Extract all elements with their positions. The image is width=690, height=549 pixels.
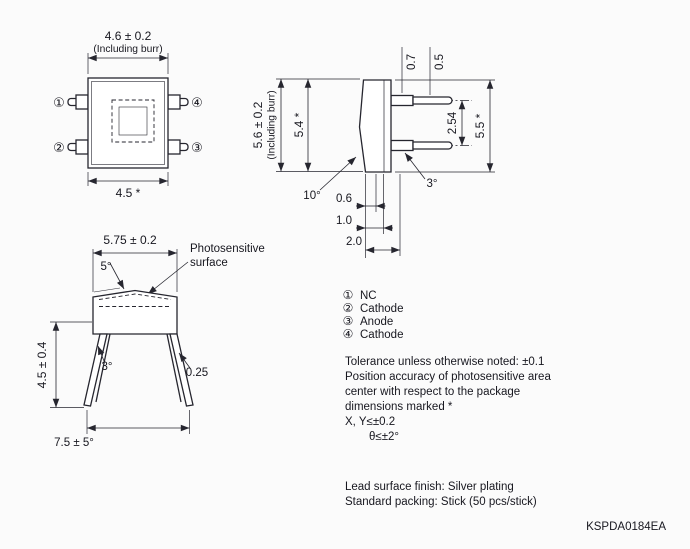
dim-standoff: 0.6	[336, 193, 352, 205]
dim-lead-offset: 1.0	[336, 215, 352, 227]
leader-line	[109, 262, 125, 290]
back-leg-line	[95, 333, 111, 403]
hidden-surface-line	[98, 293, 172, 300]
dim-side-height-burr: 5.6 ± 0.2	[251, 101, 265, 148]
lead-upper-tip	[412, 96, 453, 105]
note-accuracy-xy: X, Y≤±0.2	[345, 416, 395, 428]
leader-line	[147, 261, 189, 295]
pin2-marker: ②	[53, 140, 65, 155]
document-code: KSPDA0184EA	[586, 521, 666, 533]
leader-line	[404, 152, 426, 180]
dim-top-width: 4.5 *	[116, 186, 141, 200]
pin-base	[75, 94, 89, 110]
note-position-1: Position accuracy of photosensitive area	[345, 371, 551, 383]
dim-lead-span: 7.5 ± 5°	[54, 437, 94, 449]
photosensitive-label-line1: Photosensitive	[190, 243, 265, 255]
dim-top-width-burr: 4.6 ± 0.2	[105, 29, 152, 43]
leader-line	[319, 156, 357, 191]
note-packing: Standard packing: Stick (50 pcs/stick)	[345, 496, 537, 508]
pin1-marker: ①	[53, 95, 65, 110]
pin-stub-top-left	[67, 94, 89, 110]
pin-list-label-3: Anode	[360, 316, 393, 328]
top-view: ① ② ④ ③ 4.6 ± 0.2 (Including burr) 4.5 *	[53, 29, 203, 200]
lead-lower-base	[390, 139, 414, 152]
pin4-marker: ④	[191, 95, 203, 110]
side-view: 0.7 0.5 5.6 ± 0.2 (Including burr) 5.4 *…	[251, 47, 495, 258]
lead-lower-tip	[412, 141, 453, 150]
note-position-2: center with respect to the package	[345, 386, 520, 398]
dim-lead-thickness: 0.25	[186, 367, 208, 379]
dim-lead-base-width: 0.7	[406, 54, 418, 70]
pin-stub-bottom-right	[167, 139, 189, 155]
lead-upper-base	[390, 94, 414, 107]
package-body-front-outline	[92, 289, 178, 335]
pin-stub-bottom-left	[67, 139, 89, 155]
chip-outline	[118, 106, 148, 136]
dim-lead-pitch: 2.54	[447, 111, 459, 134]
pin-list-num-2: ②	[343, 301, 354, 315]
package-body-inner-line	[91, 81, 165, 165]
photosensitive-area-outline	[111, 99, 155, 143]
package-body-side-outline	[358, 79, 392, 173]
note-accuracy-theta: θ≤±2°	[369, 431, 399, 443]
pin-list-num-3: ③	[343, 314, 354, 328]
pin3-marker: ③	[191, 140, 203, 155]
pin-list-label-1: NC	[360, 290, 377, 302]
dim-top-burr-note: (Including burr)	[93, 44, 162, 55]
front-view: 5.75 ± 0.2 5° Photosensitive surface 4.5…	[35, 233, 265, 449]
dim-side-burr-note: (Including burr)	[267, 90, 278, 159]
angle-draft: 10°	[303, 190, 320, 202]
dim-front-width: 5.75 ± 0.2	[103, 233, 157, 247]
dim-side-overall: 5.5 *	[473, 113, 487, 138]
pin-stub-top-right	[167, 94, 189, 110]
pin-list-label-4: Cathode	[360, 329, 403, 341]
pin-function-list: ① NC ② Cathode ③ Anode ④ Cathode	[343, 288, 404, 341]
note-tolerance: Tolerance unless otherwise noted: ±0.1	[345, 356, 544, 368]
back-leg-line	[166, 333, 182, 403]
angle-reference-line	[93, 287, 121, 293]
note-lead-finish: Lead surface finish: Silver plating	[345, 481, 514, 493]
dim-front-height: 4.5 ± 0.4	[35, 341, 49, 388]
angle-lead-front: 3°	[102, 361, 113, 373]
angle-top: 5°	[101, 261, 112, 273]
angle-lead-side: 3°	[427, 178, 438, 190]
pin-list-num-1: ①	[343, 288, 354, 302]
leader-line	[97, 345, 105, 362]
pin-list-num-4: ④	[343, 327, 354, 341]
notes-block: Tolerance unless otherwise noted: ±0.1 P…	[345, 356, 551, 508]
pin-list-label-2: Cathode	[360, 303, 403, 315]
package-body-outline	[87, 77, 169, 169]
dim-lead-tip-width: 0.5	[434, 54, 446, 70]
dim-side-height: 5.4 *	[292, 112, 306, 137]
leader-line	[178, 352, 191, 369]
photosensitive-label-line2: surface	[190, 257, 228, 269]
pin-base	[167, 139, 181, 155]
right-leg	[169, 333, 194, 407]
note-position-3: dimensions marked *	[345, 401, 453, 413]
pin-base	[75, 139, 89, 155]
dim-lead-center: 2.0	[346, 236, 362, 248]
pin-base	[167, 94, 181, 110]
